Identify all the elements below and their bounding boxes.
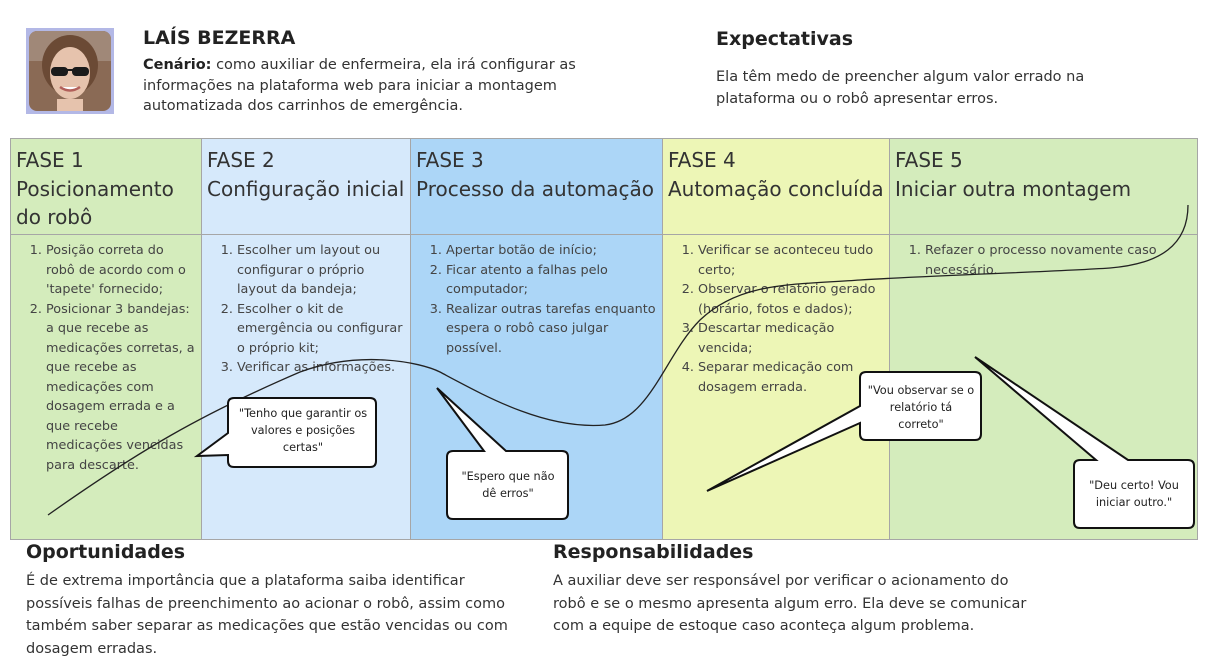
phase-step: Escolher um layout ou configurar o própr… [237, 241, 404, 300]
phase-number: FASE 3 [416, 148, 484, 172]
phase-step: Refazer o processo novamente caso necess… [925, 241, 1191, 280]
phase-step: Observar o relatório gerado (horário, fo… [698, 280, 883, 319]
quote-fase2: "Tenho que garantir os valores e posiçõe… [238, 407, 368, 454]
phase-title: Automação concluída [668, 176, 884, 201]
expectations-title: Expectativas [716, 28, 853, 50]
responsibilities-title: Responsabilidades [553, 541, 754, 563]
phase-step: Escolher o kit de emergência ou configur… [237, 300, 404, 359]
phase-step: Verificar as informações. [237, 358, 404, 378]
persona-photo [29, 31, 111, 111]
phase-number: FASE 2 [207, 148, 275, 172]
phase-title: Processo da automação [416, 176, 655, 201]
responsibilities-text: A auxiliar deve ser responsável por veri… [553, 573, 1027, 634]
phase-title: Iniciar outra montagem [895, 176, 1132, 201]
scenario-label: Cenário: [143, 57, 212, 73]
quote-fase3: "Espero que não dê erros" [461, 470, 555, 500]
scenario-text: como auxiliar de enfermeira, ela irá con… [143, 57, 576, 114]
phase-header-5: FASE 5 Iniciar outra montagem [890, 139, 1197, 235]
phase-number: FASE 4 [668, 148, 736, 172]
phase-step: Separar medicação com dosagem errada. [698, 358, 883, 397]
phase-column-1: FASE 1 Posicionamento do robô Posição co… [11, 139, 202, 539]
phase-steps: Apertar botão de início; Ficar atento a … [411, 241, 662, 358]
journey-grid: FASE 1 Posicionamento do robô Posição co… [10, 138, 1198, 540]
persona-avatar [26, 28, 114, 114]
persona-name: LAÍS BEZERRA [143, 27, 296, 49]
phase-header-1: FASE 1 Posicionamento do robô [11, 139, 201, 235]
opportunities-title: Oportunidades [26, 541, 186, 563]
phase-steps: Refazer o processo novamente caso necess… [890, 241, 1197, 280]
phase-step: Posição correta do robô de acordo com o … [46, 241, 195, 300]
phase-title: Configuração inicial [207, 176, 405, 201]
phase-step: Posicionar 3 bandejas: a que recebe as m… [46, 300, 195, 476]
phase-step: Verificar se aconteceu tudo certo; [698, 241, 883, 280]
phase-step: Apertar botão de início; [446, 241, 656, 261]
persona-scenario: Cenário: como auxiliar de enfermeira, el… [143, 55, 613, 117]
phase-column-4: FASE 4 Automação concluída Verificar se … [663, 139, 890, 539]
expectations-text: Ela têm medo de preencher algum valor er… [716, 69, 1085, 107]
phase-header-4: FASE 4 Automação concluída [663, 139, 889, 235]
quote-fase4: "Vou observar se o relatório tá correto" [867, 384, 975, 431]
phase-header-2: FASE 2 Configuração inicial [202, 139, 410, 235]
phase-header-3: FASE 3 Processo da automação [411, 139, 662, 235]
opportunities-text: É de extrema importância que a plataform… [26, 573, 508, 657]
phase-steps: Verificar se aconteceu tudo certo; Obser… [663, 241, 889, 397]
phase-number: FASE 1 [16, 148, 84, 172]
quote-fase5: "Deu certo! Vou iniciar outro." [1089, 479, 1179, 509]
phase-steps: Escolher um layout ou configurar o própr… [202, 241, 410, 378]
phase-step: Realizar outras tarefas enquanto espera … [446, 300, 656, 359]
phase-step: Ficar atento a falhas pelo computador; [446, 261, 656, 300]
phase-step: Descartar medicação vencida; [698, 319, 883, 358]
phase-number: FASE 5 [895, 148, 963, 172]
phase-column-2: FASE 2 Configuração inicial Escolher um … [202, 139, 411, 539]
phase-steps: Posição correta do robô de acordo com o … [11, 241, 201, 475]
phase-title: Posicionamento do robô [16, 176, 174, 230]
